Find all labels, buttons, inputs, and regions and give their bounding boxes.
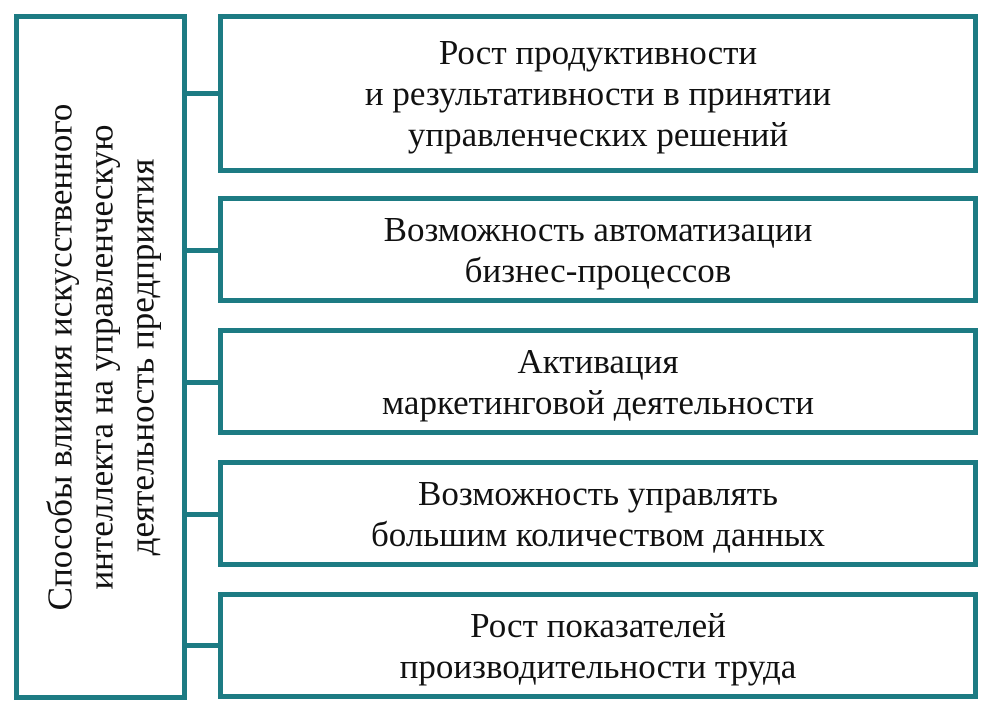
- item-1-line-3: управленческих решений: [407, 115, 789, 154]
- item-box-marketing: Активация маркетинговой деятельности: [218, 328, 978, 435]
- item-5-line-1: Рост показателей: [470, 605, 726, 645]
- item-1-line-2: и результативности в принятии: [364, 74, 832, 113]
- item-2-line-2: бизнес-процессов: [464, 250, 732, 290]
- item-box-labor-productivity: Рост показателей производительности труд…: [218, 592, 978, 699]
- item-5-line-2: производительности труда: [399, 646, 797, 686]
- item-3-line-2: маркетинговой деятельности: [382, 382, 814, 422]
- item-box-productivity: Рост продуктивности и результативности в…: [218, 14, 978, 173]
- root-concept-box: Способы влияния искусственного интеллект…: [14, 14, 187, 700]
- item-4-line-2: большим количеством данных: [371, 514, 825, 554]
- root-concept-text: Способы влияния искусственного интеллект…: [39, 27, 162, 687]
- connector-line-4: [186, 512, 219, 517]
- item-2-line-1: Возможность автоматизации: [383, 209, 813, 249]
- item-3-line-1: Активация: [517, 341, 679, 381]
- root-line-3: деятельность предприятия: [122, 158, 161, 556]
- connector-line-3: [186, 380, 219, 385]
- connector-line-5: [186, 643, 219, 648]
- item-4-line-1: Возможность управлять: [418, 473, 778, 513]
- item-box-automation: Возможность автоматизации бизнес-процесс…: [218, 196, 978, 303]
- root-line-2: интеллекта на управленческую: [81, 124, 120, 590]
- item-box-data-management: Возможность управлять большим количество…: [218, 460, 978, 567]
- connector-line-1: [186, 91, 219, 96]
- root-line-1: Способы влияния искусственного: [40, 103, 79, 611]
- item-1-line-1: Рост продуктивности: [438, 33, 758, 72]
- connector-line-2: [186, 248, 219, 253]
